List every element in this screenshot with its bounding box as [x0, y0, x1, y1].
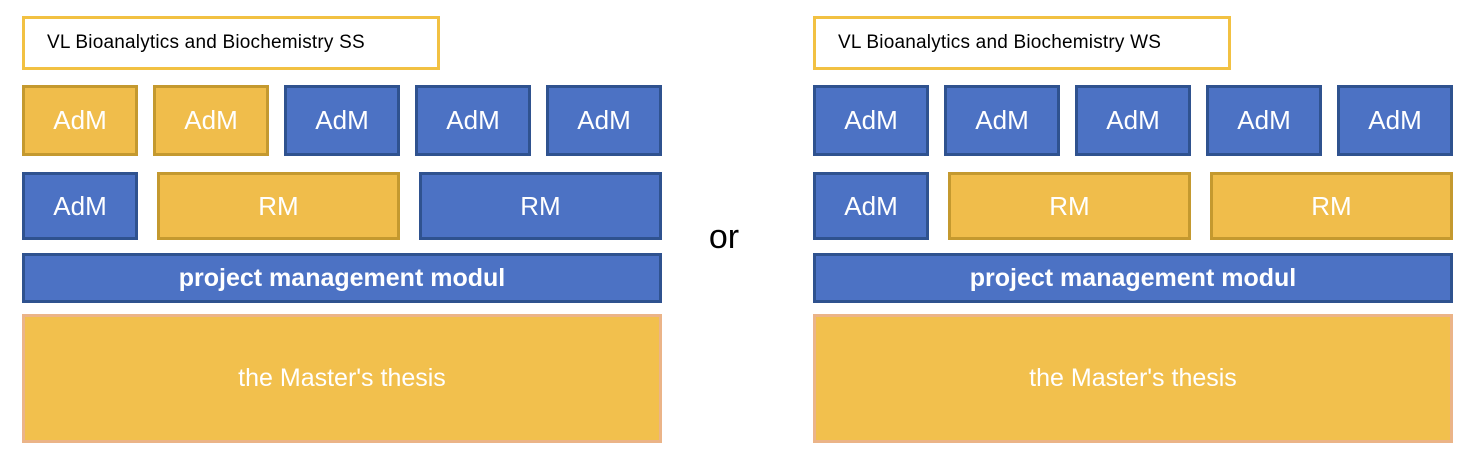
rm-block: RM: [1210, 172, 1453, 240]
adm-block: AdM: [944, 85, 1060, 156]
column-ss: VL Bioanalytics and Biochemistry SS AdM …: [22, 0, 662, 468]
adm-block: AdM: [22, 85, 138, 156]
adm-block: AdM: [546, 85, 662, 156]
adm-block: AdM: [1337, 85, 1453, 156]
rm-row-ss: AdM RM RM: [22, 172, 662, 240]
project-management-row-ss: project management modul: [22, 253, 662, 303]
adm-block: AdM: [415, 85, 531, 156]
project-management-block: project management modul: [22, 253, 662, 303]
adm-row-ws: AdM AdM AdM AdM AdM: [813, 85, 1453, 156]
adm-row-ss: AdM AdM AdM AdM AdM: [22, 85, 662, 156]
semester-title-ws: VL Bioanalytics and Biochemistry WS: [838, 32, 1162, 53]
adm-block: AdM: [1206, 85, 1322, 156]
adm-block: AdM: [813, 85, 929, 156]
rm-block: RM: [948, 172, 1191, 240]
adm-block: AdM: [22, 172, 138, 240]
adm-block: AdM: [153, 85, 269, 156]
or-label: or: [708, 218, 740, 256]
column-ws: VL Bioanalytics and Biochemistry WS AdM …: [813, 0, 1453, 468]
thesis-block: the Master's thesis: [813, 314, 1453, 443]
rm-row-ws: AdM RM RM: [813, 172, 1453, 240]
semester-title-box-ws: VL Bioanalytics and Biochemistry WS: [813, 16, 1231, 70]
rm-block: RM: [157, 172, 400, 240]
project-management-block: project management modul: [813, 253, 1453, 303]
rm-block: RM: [419, 172, 662, 240]
adm-block: AdM: [1075, 85, 1191, 156]
thesis-block: the Master's thesis: [22, 314, 662, 443]
semester-title-ss: VL Bioanalytics and Biochemistry SS: [47, 32, 365, 53]
project-management-row-ws: project management modul: [813, 253, 1453, 303]
adm-block: AdM: [284, 85, 400, 156]
semester-title-box-ss: VL Bioanalytics and Biochemistry SS: [22, 16, 440, 70]
adm-block: AdM: [813, 172, 929, 240]
